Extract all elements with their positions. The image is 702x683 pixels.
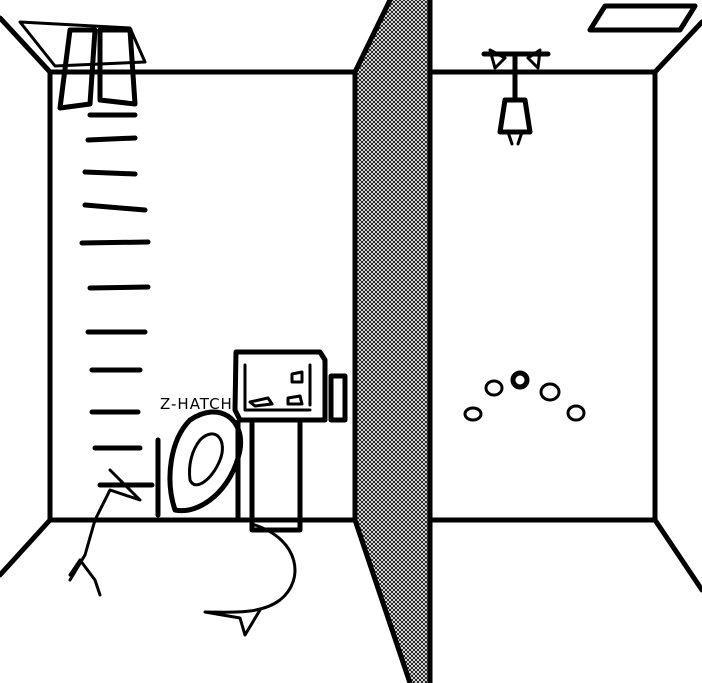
ladder-rungs [79, 112, 155, 488]
wall-switch[interactable] [328, 373, 348, 423]
stones [463, 370, 586, 422]
aquarium [232, 349, 328, 533]
cables [68, 468, 297, 637]
skylight [587, 3, 698, 33]
hatch-label: Z-HATCH [160, 395, 233, 413]
ceiling-lamp [481, 48, 551, 146]
ceiling-hatch [18, 20, 147, 111]
hatched-pillar [352, 0, 433, 683]
room-walls [0, 15, 702, 593]
floor-hatch-lid[interactable] [155, 409, 244, 518]
